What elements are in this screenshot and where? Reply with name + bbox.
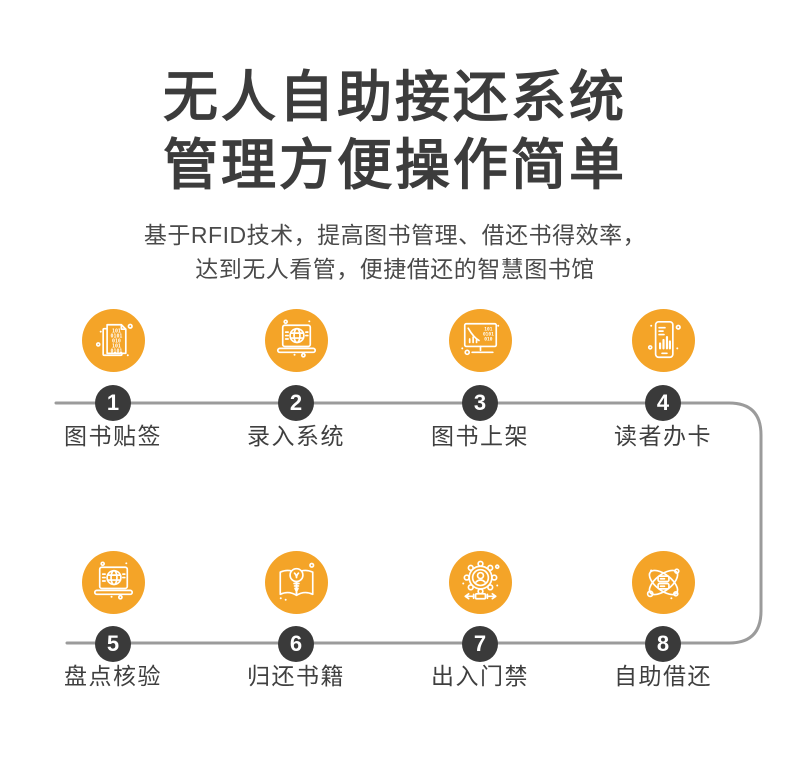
step-number-badge: 1 [95,385,131,421]
page-title-line1: 无人自助接还系统 [162,66,627,128]
step-label: 出入门禁 [431,663,529,689]
svg-text:101: 101 [484,327,492,333]
svg-text:0101: 0101 [110,334,122,340]
page-subtitle: 基于RFID技术，提高图书管理、借还书得效率， 达到无人看管，便捷借还的智慧图书… [0,219,790,286]
header: 无人自助接还系统 管理方便操作简单 基于RFID技术，提高图书管理、借还书得效率… [0,64,790,286]
step-label: 录入系统 [247,423,345,449]
step-label: 盘点核验 [64,663,162,689]
gear-person-icon [448,551,512,614]
step-label: 读者办卡 [614,423,712,449]
step-number-badge: 3 [462,385,498,421]
svg-text:101: 101 [112,343,121,349]
step-number-badge: 4 [645,385,681,421]
svg-text:010: 010 [112,338,121,344]
step-number-badge: 8 [645,626,681,662]
page-title-line2: 管理方便操作简单 [162,133,627,196]
step-number-badge: 2 [278,385,314,421]
svg-text:010: 010 [484,337,492,343]
laptop-globe-icon [81,551,145,614]
svg-text:0101: 0101 [482,332,493,338]
atom-network-icon [631,551,695,614]
step-label: 自助借还 [614,663,712,689]
phone-chart-icon [631,309,695,372]
subtitle-line1: 基于RFID技术，提高图书管理、借还书得效率， [143,222,647,249]
svg-text:101: 101 [112,329,121,335]
book-bulb-icon [264,551,328,614]
step-label: 图书上架 [431,423,529,449]
step-label: 归还书籍 [247,663,345,689]
step-number-badge: 5 [95,626,131,662]
svg-text:0101: 0101 [110,348,122,354]
step-number-badge: 7 [462,626,498,662]
subtitle-line2: 达到无人看管，便捷借还的智慧图书馆 [195,255,595,282]
laptop-globe-icon [264,309,328,372]
step-number-badge: 6 [278,626,314,662]
step-label: 图书贴签 [64,423,162,449]
